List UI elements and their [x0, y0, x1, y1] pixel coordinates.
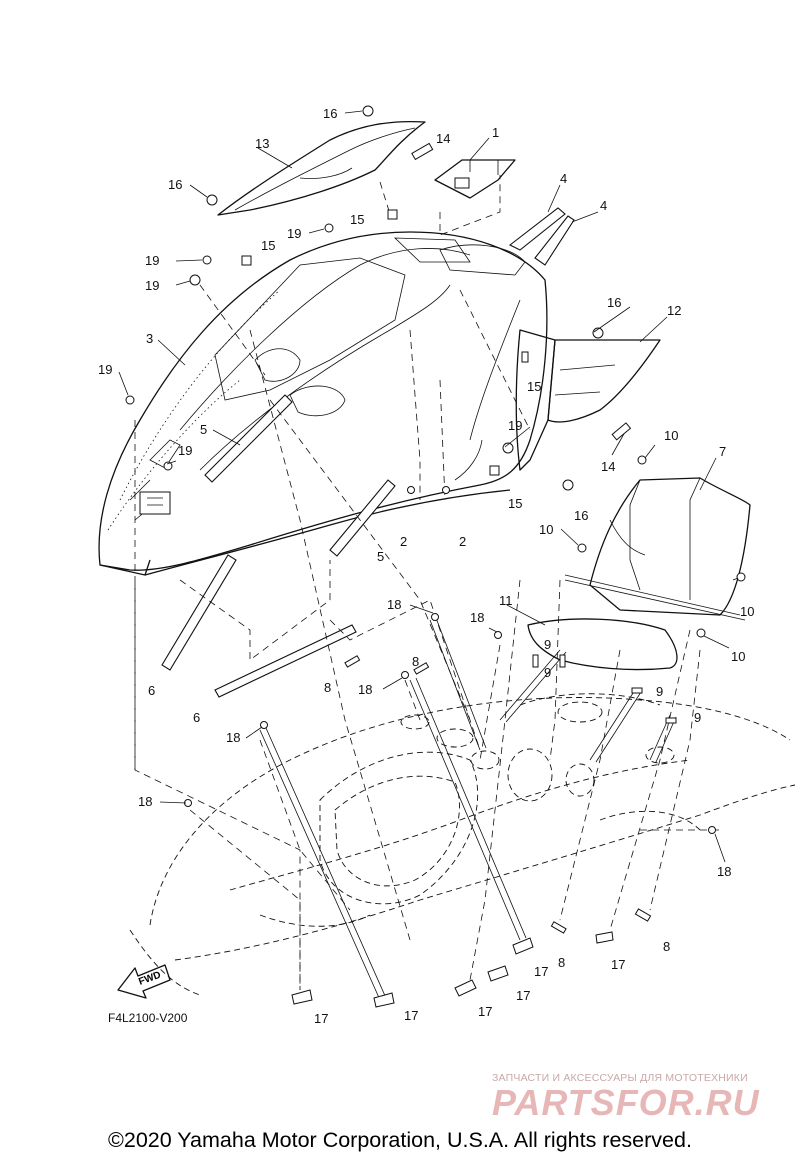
callout-17: 17: [534, 964, 548, 979]
cover-plate: [527, 574, 746, 671]
callout-15: 15: [527, 379, 541, 394]
copyright-notice: ©2020 Yamaha Motor Corporation, U.S.A. A…: [108, 1128, 692, 1152]
callout-16: 16: [323, 106, 337, 121]
callout-18: 18: [387, 597, 401, 612]
callout-1: 1: [492, 125, 499, 140]
callout-13: 13: [255, 136, 269, 151]
trim-strips: [508, 207, 575, 266]
callout-8: 8: [324, 680, 331, 695]
callout-14: 14: [601, 459, 615, 474]
callout-15: 15: [261, 238, 275, 253]
callout-9: 9: [544, 637, 551, 652]
drawing-code: F4L2100-V200: [108, 1011, 188, 1025]
callout-8: 8: [412, 654, 419, 669]
callout-10: 10: [731, 649, 745, 664]
callout-18: 18: [470, 610, 484, 625]
side-panel: [515, 329, 661, 471]
callout-15: 15: [350, 212, 364, 227]
callout-3: 3: [146, 331, 153, 346]
callout-4: 4: [560, 171, 567, 186]
callout-10: 10: [664, 428, 678, 443]
callout-19: 19: [508, 418, 522, 433]
callout-18: 18: [358, 682, 372, 697]
callout-16: 16: [607, 295, 621, 310]
watermark-logo: PARTSFOR.RU: [492, 1082, 760, 1123]
callout-19: 19: [145, 253, 159, 268]
deck-cover: [98, 231, 548, 576]
callout-4: 4: [600, 198, 607, 213]
callout-16: 16: [168, 177, 182, 192]
callout-18: 18: [717, 864, 731, 879]
callout-5: 5: [200, 422, 207, 437]
fwd-arrow: FWD: [117, 964, 171, 999]
callout-14: 14: [436, 131, 450, 146]
small-cover: [434, 159, 516, 199]
callout-8: 8: [558, 955, 565, 970]
callout-17: 17: [516, 988, 530, 1003]
callout-8: 8: [663, 939, 670, 954]
visor-cover: [217, 120, 426, 216]
callout-9: 9: [694, 710, 701, 725]
callout-19: 19: [287, 226, 301, 241]
callout-10: 10: [740, 604, 754, 619]
callout-7: 7: [719, 444, 726, 459]
callout-2: 2: [400, 534, 407, 549]
callout-19: 19: [145, 278, 159, 293]
callout-18: 18: [138, 794, 152, 809]
callout-labels: 1 2 2 3 4 4 5 5 6 6 7 8 8 8 8 9 9 9 9 10…: [98, 106, 754, 1026]
callout-15: 15: [508, 496, 522, 511]
callout-17: 17: [611, 957, 625, 972]
callout-12: 12: [667, 303, 681, 318]
leader-lines: [134, 137, 720, 990]
callout-5: 5: [377, 549, 384, 564]
callout-ticks: [118, 110, 739, 863]
callout-18: 18: [226, 730, 240, 745]
callout-9: 9: [544, 665, 551, 680]
callout-17: 17: [478, 1004, 492, 1019]
callout-11: 11: [499, 593, 513, 608]
callout-6: 6: [193, 710, 200, 725]
fasteners: [125, 105, 746, 1008]
callout-19: 19: [178, 443, 192, 458]
callout-9: 9: [656, 684, 663, 699]
mat-strips: [161, 394, 396, 698]
lower-panel: [589, 477, 751, 616]
watermark-tagline: ЗАПЧАСТИ И АКСЕССУАРЫ ДЛЯ МОТОТЕХНИКИ: [492, 1072, 748, 1084]
callout-16: 16: [574, 508, 588, 523]
callout-2: 2: [459, 534, 466, 549]
callout-19: 19: [98, 362, 112, 377]
callout-6: 6: [148, 683, 155, 698]
callout-17: 17: [404, 1008, 418, 1023]
callout-10: 10: [539, 522, 553, 537]
callout-17: 17: [314, 1011, 328, 1026]
straps: [259, 617, 677, 1001]
